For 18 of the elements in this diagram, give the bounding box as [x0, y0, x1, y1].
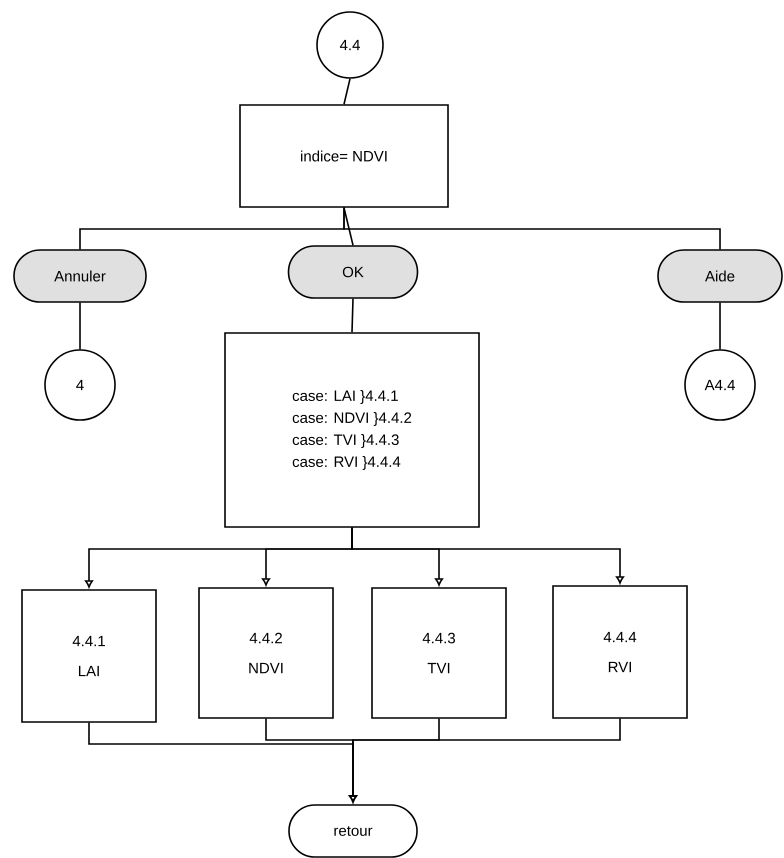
- button-pill: OK: [288, 245, 418, 299]
- connector: [719, 302, 721, 350]
- process-box: indice= NDVI: [239, 104, 449, 208]
- connector: [79, 302, 81, 350]
- process-box: 4.4.2 NDVI: [198, 587, 334, 719]
- process-box: 4.4.3 TVI: [371, 587, 507, 719]
- case-box: case: LAI }4.4.1 case: NDVI }4.4.2 case: TVI }4.4.3 case: RVI }4.4.4: [224, 332, 480, 528]
- button-pill: Aide: [657, 249, 783, 303]
- button-pill: retour: [288, 804, 418, 858]
- connector: [348, 718, 621, 803]
- process-box: 4.4.1 LAI: [21, 589, 157, 723]
- process-box: 4.4.4 RVI: [552, 585, 688, 719]
- connector: [343, 208, 721, 250]
- connector: [343, 208, 354, 246]
- connector: [351, 528, 624, 584]
- button-pill: Annuler: [13, 249, 147, 303]
- connector: [351, 298, 354, 332]
- connector: [343, 78, 351, 104]
